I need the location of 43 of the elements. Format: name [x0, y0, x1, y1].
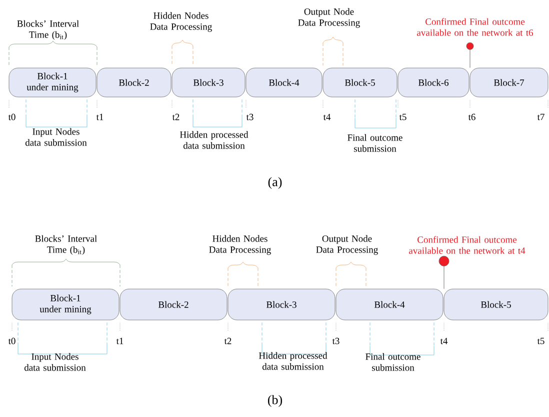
block-box: Block-7 — [470, 68, 548, 98]
time-label: t7 — [537, 114, 544, 120]
block-box: Block-3 — [172, 68, 246, 98]
annotation-text: Final outcome submission — [366, 353, 420, 371]
time-label: t1 — [116, 338, 124, 344]
confirmation-pin — [466, 42, 474, 68]
time-label: t6 — [468, 114, 476, 120]
block-box: Block-1 under mining — [12, 288, 120, 320]
block-box: Block-1 under mining — [8, 68, 96, 98]
annotation-text: Blocks’ Interval Time (b$_{it}$) — [35, 235, 97, 255]
time-label: t5 — [537, 338, 544, 344]
time-label: t4 — [440, 338, 448, 344]
annotation-text: Input Nodes data submission — [25, 128, 87, 146]
block-box: Block-2 — [96, 68, 172, 98]
time-label: t2 — [224, 338, 232, 344]
time-label: t1 — [96, 114, 104, 120]
confirmation-note: Confirmed Final outcome available on the network at t6 — [417, 18, 534, 36]
time-label: t2 — [172, 114, 180, 120]
annotation-text: Hidden Nodes Data Processing — [150, 12, 212, 32]
annotation-text: Hidden Nodes Data Processing — [209, 235, 271, 255]
block-box: Block-5 — [322, 68, 398, 98]
block-box: Block-5 — [444, 288, 548, 320]
panel-caption: (b) — [268, 395, 282, 407]
block-box: Block-6 — [398, 68, 470, 98]
panel-caption: (a) — [268, 177, 282, 189]
annotation-text: Hidden processed data submission — [180, 131, 248, 149]
confirmation-note: Confirmed Final outcome available on the network at t4 — [409, 236, 526, 254]
annotation-text: Output Node Data Processing — [298, 8, 360, 28]
time-label: t5 — [399, 114, 406, 120]
block-box: Block-3 — [228, 288, 336, 320]
block-box: Block-4 — [336, 288, 444, 320]
annotation-text: Hidden processed data submission — [258, 352, 328, 370]
annotation-text: Final outcome submission — [348, 134, 402, 152]
time-label: t0 — [8, 114, 16, 120]
block-box: Block-2 — [120, 288, 228, 320]
annotation-text: Output Node Data Processing — [316, 235, 378, 255]
time-label: t3 — [246, 114, 254, 120]
block-box: Block-4 — [246, 68, 322, 98]
time-label: t3 — [332, 338, 340, 344]
time-label: t4 — [323, 114, 331, 120]
time-label: t0 — [8, 338, 16, 344]
annotation-text: Input Nodes data submission — [24, 353, 86, 371]
annotation-text: Blocks’ Interval Time (b$_{it}$) — [17, 20, 79, 40]
